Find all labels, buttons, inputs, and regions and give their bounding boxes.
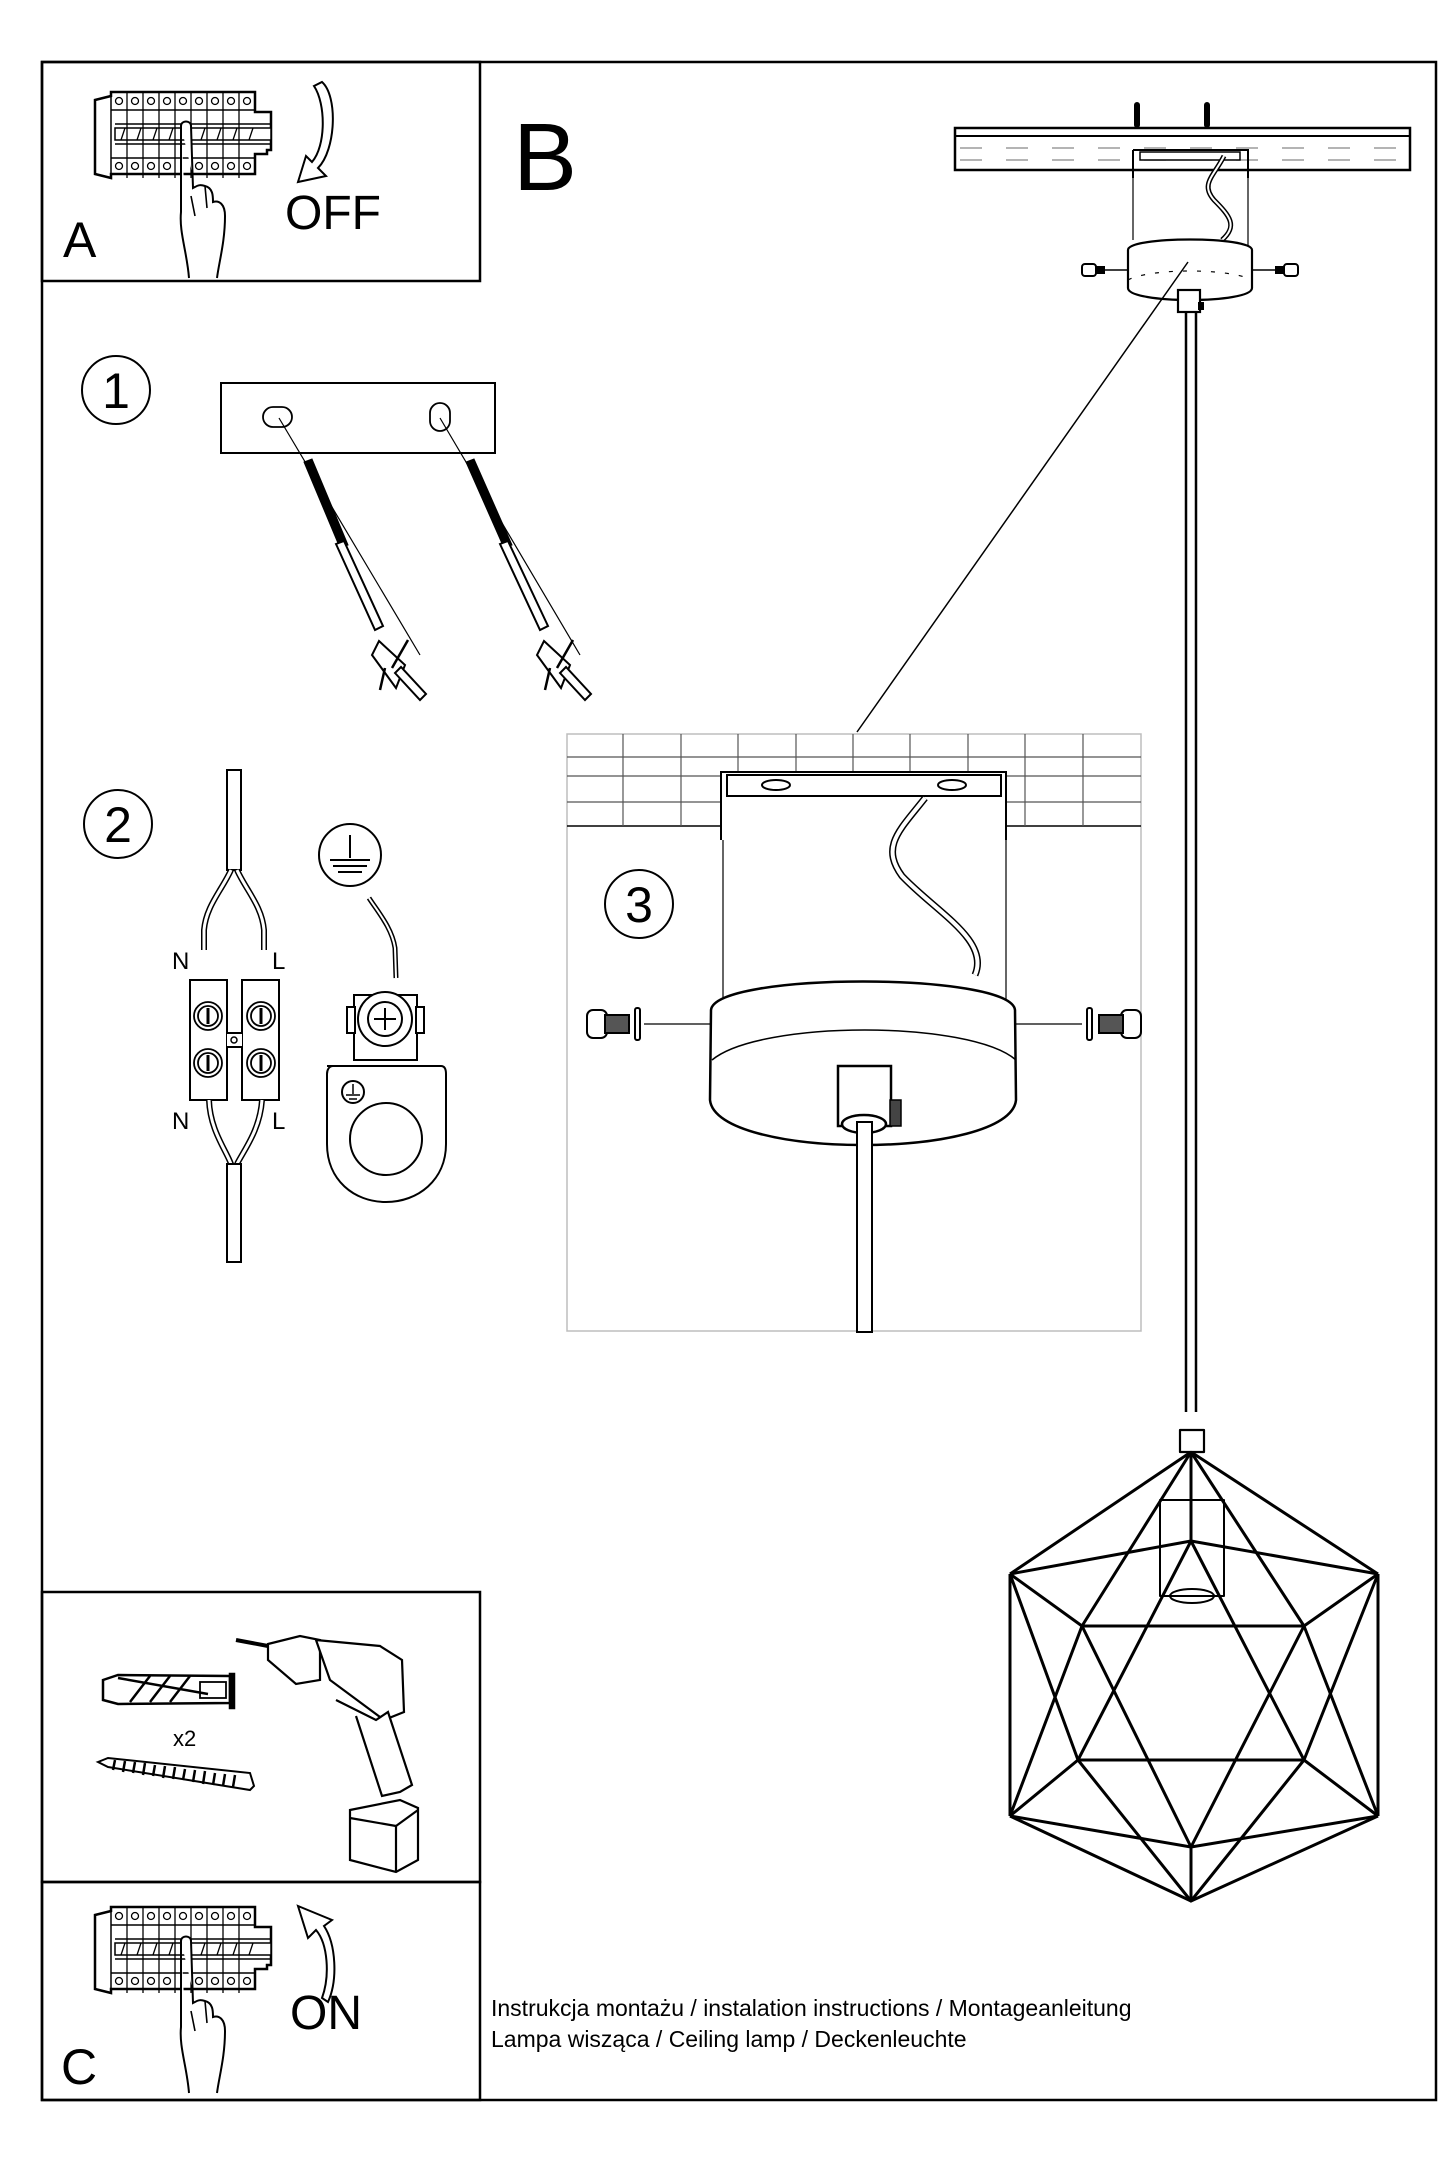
terminal-block-icon <box>189 979 280 1101</box>
step-1-badge <box>81 355 151 425</box>
step-3-badge <box>604 869 674 939</box>
side-screw-icon <box>1081 263 1299 277</box>
arrow-down-curved-icon <box>296 80 334 184</box>
panel-c <box>40 1880 482 2102</box>
step-3-illustration <box>566 733 1142 1333</box>
tools-panel <box>40 1590 482 1884</box>
step-3-number: 3 <box>625 877 653 933</box>
step-1-number: 1 <box>102 363 130 419</box>
mounting-bracket <box>720 771 1007 1000</box>
wire-label-live-top: L <box>272 948 286 975</box>
panel-a <box>40 60 482 283</box>
side-screw-icon <box>586 1007 1142 1041</box>
wall-plug-icon <box>101 1672 236 1710</box>
detail-callout-line <box>856 261 1189 733</box>
screw-icon <box>95 1756 256 1792</box>
mounting-bracket <box>1132 149 1249 250</box>
step-2-illustration <box>83 769 447 1263</box>
outer-frame <box>40 60 1438 2102</box>
step-1-illustration <box>81 355 593 702</box>
wire-label-neutral-top: N <box>172 948 190 975</box>
panel-c-letter: C <box>61 2039 98 2095</box>
quantity-label: x2 <box>173 1726 197 1751</box>
drill-icon <box>235 1634 420 1874</box>
step-2-number: 2 <box>104 797 132 853</box>
ground-terminal-icon <box>326 991 447 1204</box>
wire-label-neutral-bottom: N <box>172 1108 190 1135</box>
ground-symbol-icon <box>318 823 382 887</box>
switch-on-label: ON <box>290 1987 362 2040</box>
circuit-breaker-icon <box>93 90 273 280</box>
canopy-icon <box>1126 238 1254 314</box>
footer-subtitle-line: Lampa wisząca / Ceiling lamp / Deckenleu… <box>491 2026 967 2052</box>
arrow-up-curved-icon <box>296 1904 336 2004</box>
wire-label-live-bottom: L <box>272 1108 286 1135</box>
pendant-cord <box>1184 312 1198 1412</box>
step-2-badge <box>83 789 153 859</box>
panel-b-illustration <box>856 102 1412 1412</box>
screw-with-anchor-icon <box>439 417 593 702</box>
screw-with-anchor-icon <box>278 417 428 702</box>
panel-a-letter: A <box>63 212 97 268</box>
geometric-lamp-shade-icon <box>1008 1428 1380 1903</box>
canopy-icon <box>708 980 1018 1333</box>
switch-off-label: OFF <box>285 187 381 240</box>
panel-b-letter: B <box>513 104 578 211</box>
circuit-breaker-icon <box>93 1905 273 2095</box>
footer-title-line: Instrukcja montażu / instalation instruc… <box>491 1995 1132 2021</box>
